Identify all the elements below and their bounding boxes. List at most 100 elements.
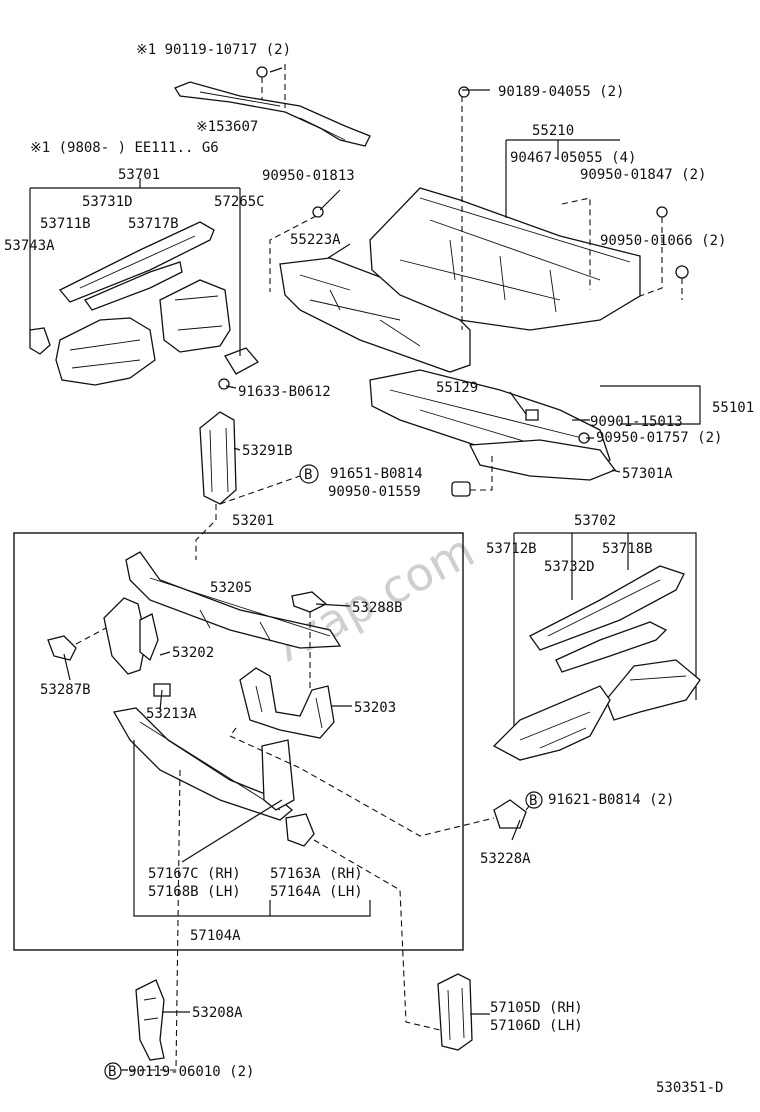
label-53701: 53701	[118, 167, 160, 183]
plug-90950-01066	[675, 265, 689, 279]
label-53201: 53201	[232, 513, 274, 529]
bolt-marker-91621-label: B	[529, 793, 537, 809]
part-53202	[103, 597, 159, 675]
label-53228A: 53228A	[480, 851, 531, 867]
label-53607: ※153607	[196, 119, 258, 135]
part-53291B	[199, 411, 237, 505]
label-53718B: 53718B	[602, 541, 653, 557]
bracket-57104A	[133, 740, 371, 917]
bolt-marker-91621: B	[525, 791, 543, 809]
label-90189-04055: 90189-04055 (2)	[498, 84, 624, 100]
label-90467-05055: 90467-05055 (4)	[510, 150, 636, 166]
label-53208A: 53208A	[192, 1005, 243, 1021]
part-53203	[239, 667, 335, 739]
label-91651-B0814: 91651-B0814	[330, 466, 423, 482]
label-91633-B0612: 91633-B0612	[238, 384, 331, 400]
plug-90950-01559	[451, 481, 471, 497]
label-90950-01813: 90950-01813	[262, 168, 355, 184]
part-57163A	[285, 813, 315, 847]
label-55223A: 55223A	[290, 232, 341, 248]
part-53287B	[47, 635, 77, 661]
bolt-marker-91651-label: B	[304, 467, 312, 483]
label-57265C: 57265C	[214, 194, 265, 210]
label-57105D: 57105D (RH)	[490, 1000, 583, 1016]
label-57167C: 57167C (RH)	[148, 866, 241, 882]
clip-90189	[458, 86, 470, 98]
leader-57167C	[181, 799, 283, 863]
dash-57105D	[313, 839, 441, 1031]
bolt-marker-91651: B	[299, 464, 319, 484]
label-90950-01847: 90950-01847 (2)	[580, 167, 706, 183]
dash-53287B	[75, 627, 107, 645]
part-53288B	[291, 591, 328, 613]
part-53208A	[135, 979, 165, 1061]
label-90950-01757: 90950-01757 (2)	[596, 430, 722, 446]
clip-55129	[525, 409, 539, 421]
part-53717B	[84, 261, 183, 311]
label-53717B: 53717B	[128, 216, 179, 232]
part-53607-brace	[174, 64, 371, 147]
dash-57104A	[229, 727, 495, 837]
part-53205	[125, 551, 342, 649]
part-57105D	[437, 973, 473, 1051]
dash-53291B	[219, 475, 301, 505]
bracket-53702	[513, 532, 697, 730]
label-90950-01559: 90950-01559	[328, 484, 421, 500]
label-53732D: 53732D	[544, 559, 595, 575]
part-57167C	[261, 739, 295, 811]
label-53702: 53702	[574, 513, 616, 529]
label-91621-B0814: 91621-B0814 (2)	[548, 792, 674, 808]
label-figure-id: 530351-D	[656, 1080, 723, 1096]
part-55210-cowl	[369, 187, 641, 331]
bolt-91633	[218, 378, 230, 390]
label-90950-01066: 90950-01066 (2)	[600, 233, 726, 249]
label-55210: 55210	[532, 123, 574, 139]
label-53213A: 53213A	[146, 706, 197, 722]
label-57163A: 57163A (RH)	[270, 866, 363, 882]
box-53201	[13, 532, 464, 951]
bracket-55210	[505, 139, 620, 218]
dash-box-link	[195, 504, 217, 560]
leaders	[63, 67, 621, 1071]
label-53291B: 53291B	[242, 443, 293, 459]
label-53743A: 53743A	[4, 238, 55, 254]
part-53732D	[605, 659, 701, 721]
bolt-marker-90119-06010: B	[104, 1062, 122, 1080]
label-53203: 53203	[354, 700, 396, 716]
label-57106D: 57106D (LH)	[490, 1018, 583, 1034]
label-53288B: 53288B	[352, 600, 403, 616]
label-53731D: 53731D	[82, 194, 133, 210]
dash-90950-01847	[639, 217, 663, 297]
label-57301A: 57301A	[622, 466, 673, 482]
label-53711B: 53711B	[40, 216, 91, 232]
label-53712B: 53712B	[486, 541, 537, 557]
label-ee111-note: ※1 (9808- ) EE111.. G6	[30, 140, 219, 156]
bracket-53701	[29, 178, 241, 356]
label-57164A: 57164A (LH)	[270, 884, 363, 900]
part-53731D	[58, 221, 215, 303]
label-53287B: 53287B	[40, 682, 91, 698]
part-53712B	[529, 565, 685, 651]
part-57265C	[159, 279, 260, 375]
label-57168B: 57168B (LH)	[148, 884, 241, 900]
part-53718B	[555, 621, 668, 673]
part-57301A	[468, 439, 617, 481]
part-53743A	[29, 327, 51, 355]
dash-90950-01813	[269, 215, 317, 292]
dash-90950-01559	[470, 452, 493, 491]
label-90119-06010: 90119-06010 (2)	[128, 1064, 254, 1080]
label-53202: 53202	[172, 645, 214, 661]
label-55101: 55101	[712, 400, 754, 416]
bracket-55101	[600, 385, 701, 425]
clip-90950-01847	[656, 206, 668, 218]
part-57104A	[112, 707, 294, 821]
part-53711	[492, 685, 611, 761]
dash-53208A	[118, 769, 181, 1071]
label-55129: 55129	[436, 380, 478, 396]
part-53228A	[493, 799, 527, 829]
label-90119-10717: ※1 90119-10717 (2)	[136, 42, 291, 58]
label-90901-15013: 90901-15013	[590, 414, 683, 430]
bolt-marker-90119-06010-label: B	[108, 1064, 116, 1080]
part-53711B	[55, 317, 156, 386]
